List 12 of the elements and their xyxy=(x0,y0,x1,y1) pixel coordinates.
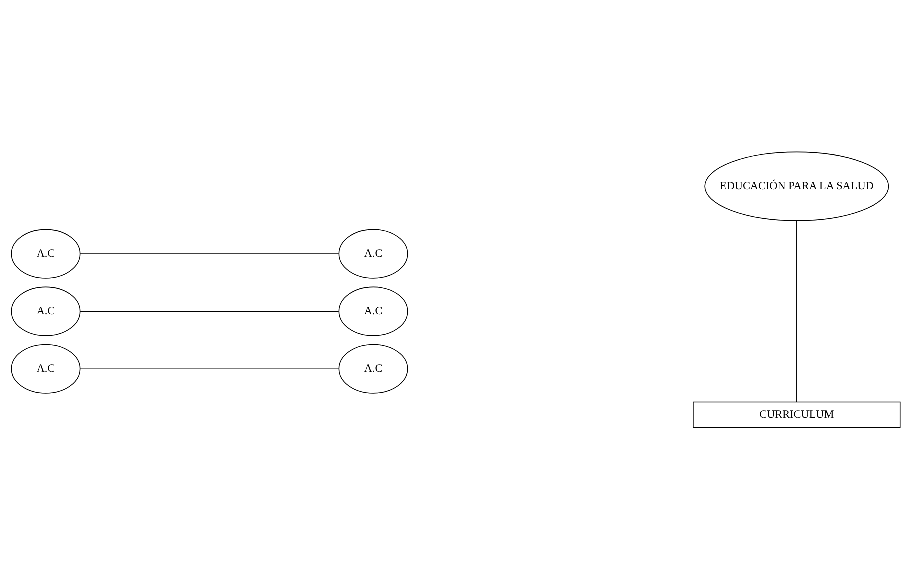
connector xyxy=(796,220,798,402)
node-ellipse: A.C xyxy=(338,228,408,278)
connector xyxy=(80,253,340,254)
connector xyxy=(80,310,340,312)
node-box: CURRICULUM xyxy=(693,401,901,428)
node-ellipse: A.C xyxy=(338,286,408,336)
node-ellipse: A.C xyxy=(11,344,81,394)
node-ellipse: A.C xyxy=(11,286,81,336)
node-ellipse: A.C xyxy=(11,228,81,278)
node-ellipse: EDUCACIÓN PARA LA SALUD xyxy=(704,151,890,221)
connector xyxy=(80,368,340,369)
node-ellipse: A.C xyxy=(338,344,408,394)
